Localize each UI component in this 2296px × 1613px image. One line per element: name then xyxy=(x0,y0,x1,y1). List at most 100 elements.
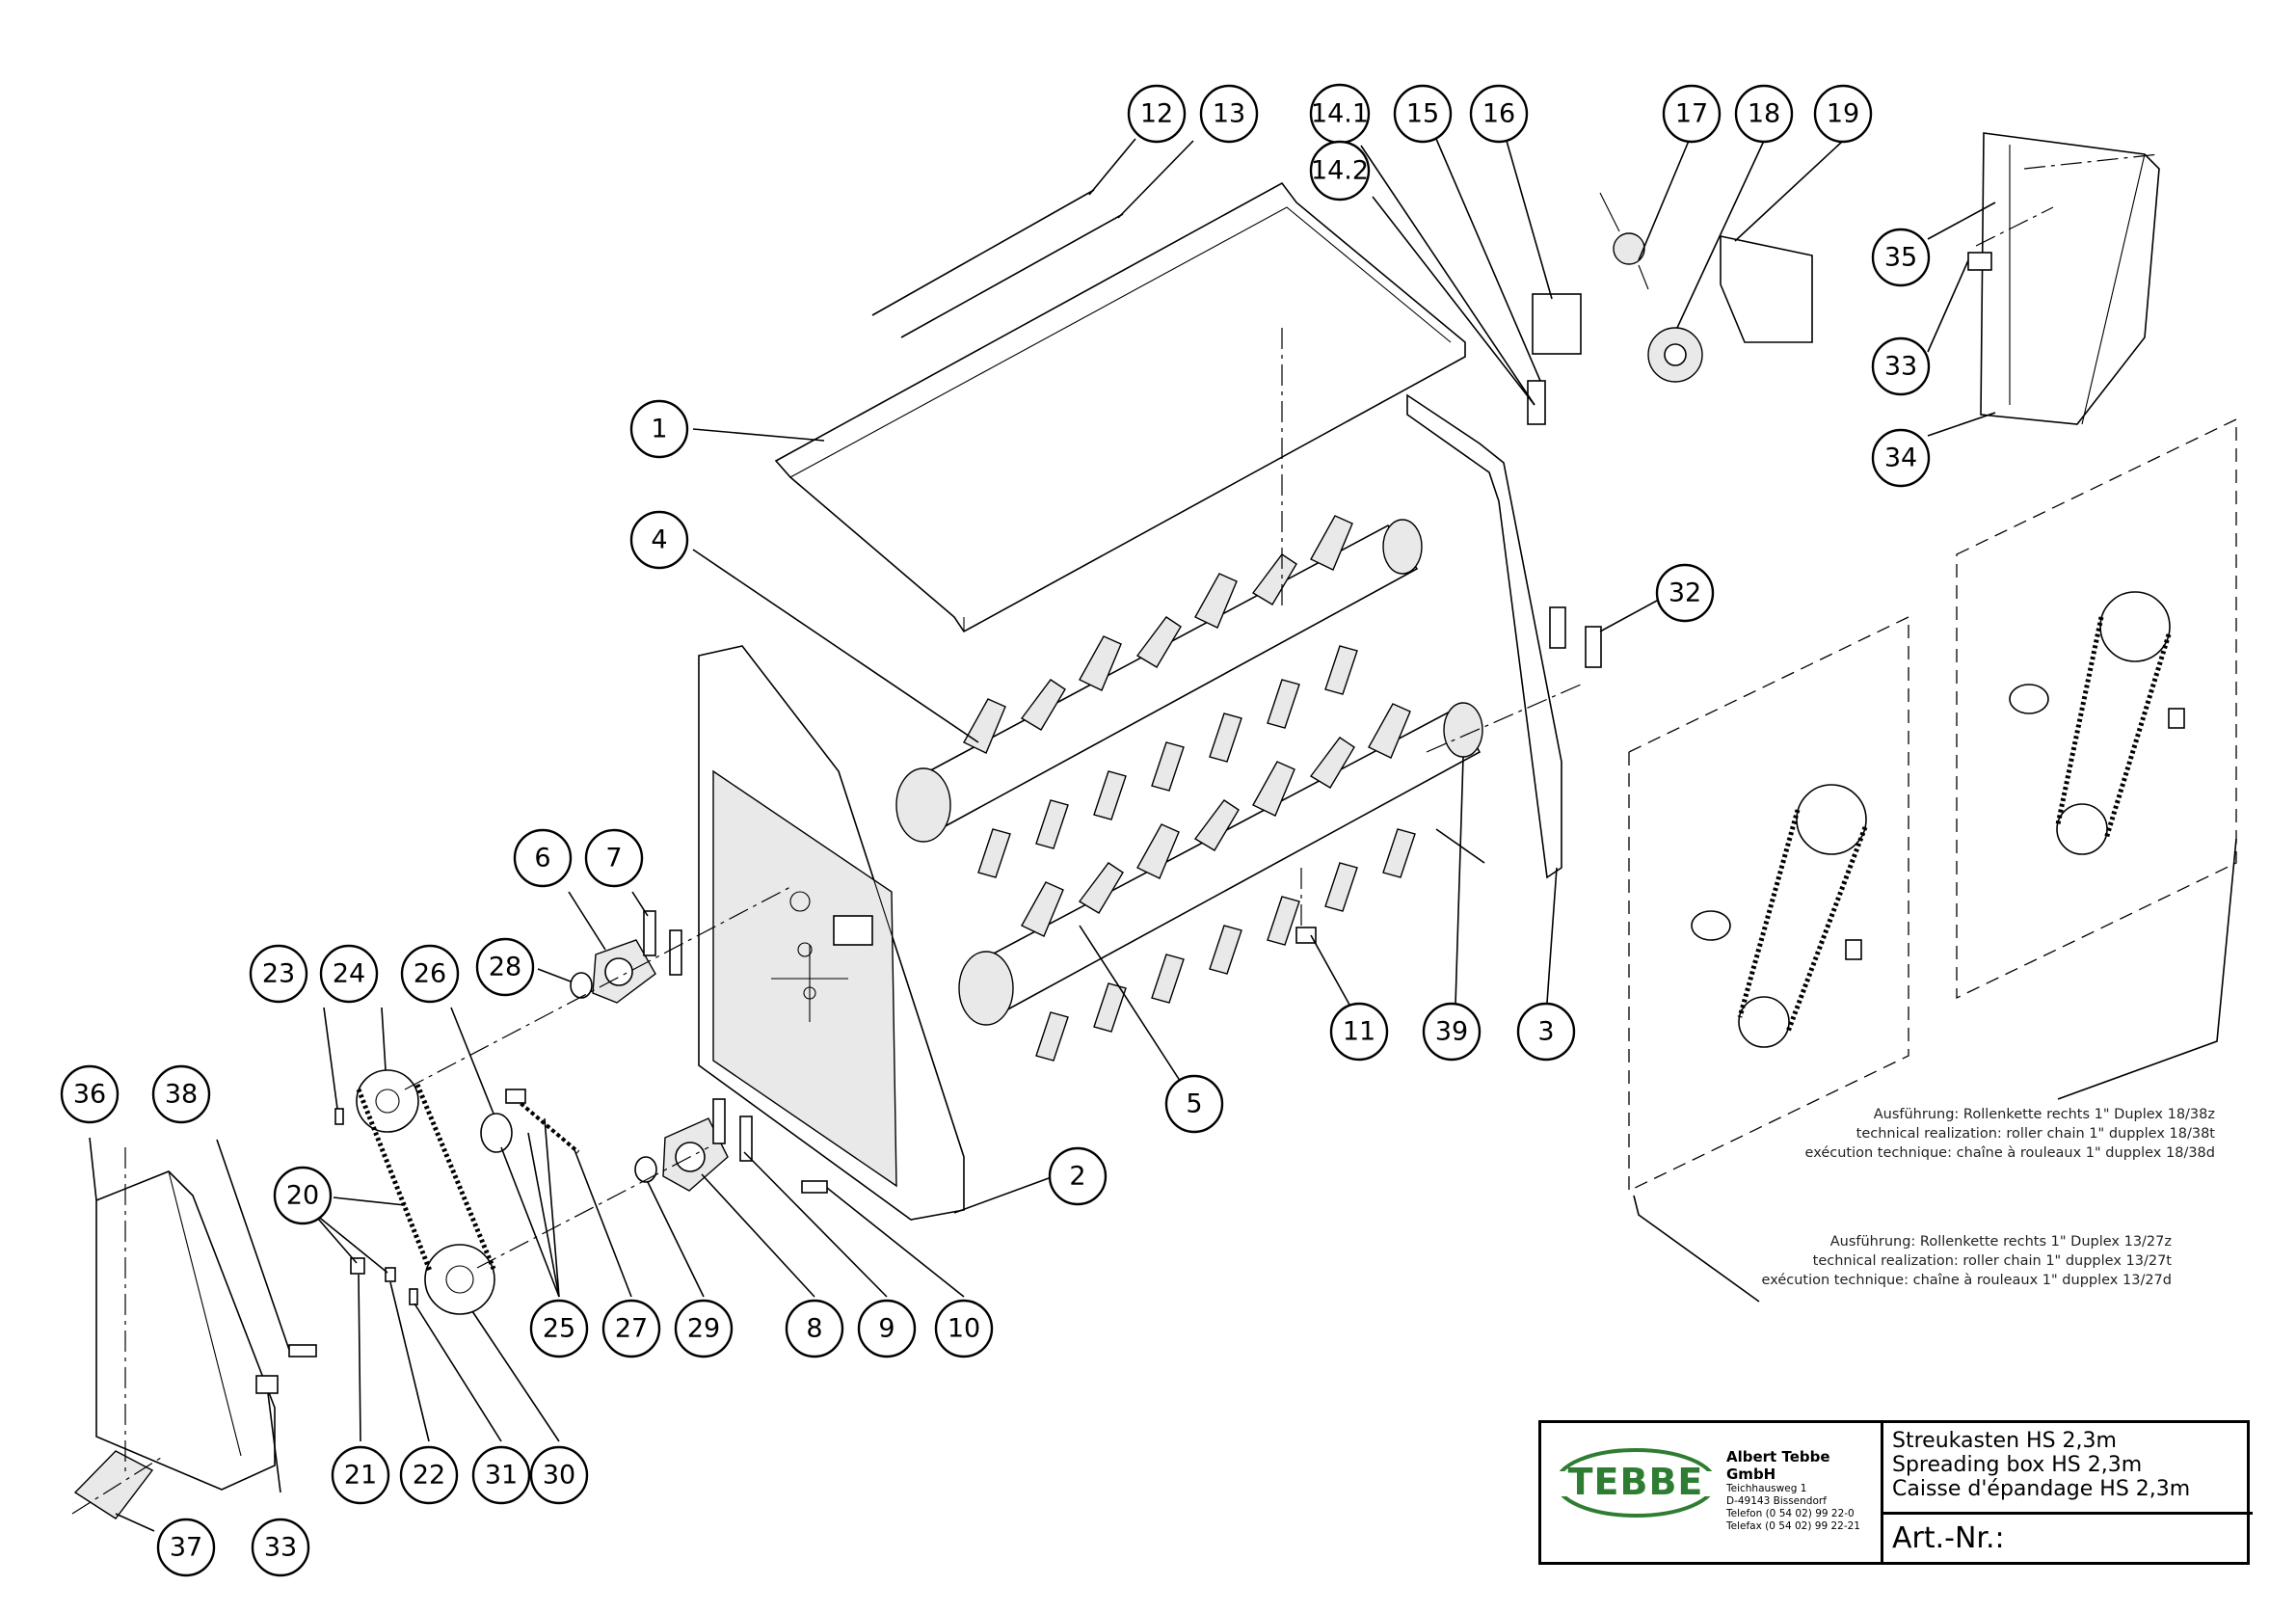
part-washer-28 xyxy=(570,972,593,999)
variant-note-b: Ausführung: Rollenkette rechts 1" Duplex… xyxy=(1762,1234,2173,1288)
callout-circle xyxy=(60,1064,120,1124)
callout-circle xyxy=(319,944,379,1004)
callout-circle xyxy=(1422,1002,1482,1062)
callout-circle xyxy=(1048,1146,1108,1206)
callout-35: 35 xyxy=(1871,228,1931,287)
callout-label: 20 xyxy=(286,1181,319,1211)
callout-10: 10 xyxy=(934,1299,994,1358)
part-key-22 xyxy=(385,1267,396,1282)
callout-label: 8 xyxy=(806,1314,822,1344)
callout-circle xyxy=(1127,84,1187,144)
part-upper-rotor xyxy=(895,515,1423,878)
callout-30: 30 xyxy=(529,1445,589,1505)
callout-19: 19 xyxy=(1813,84,1873,144)
part-sensor-14 xyxy=(1527,380,1546,425)
callout-6: 6 xyxy=(513,828,573,888)
company-name: Albert Tebbe GmbH xyxy=(1726,1448,1830,1483)
variant-leader-a xyxy=(2057,838,2237,1100)
part-pin-31 xyxy=(409,1288,418,1305)
callout-label: 32 xyxy=(1669,578,1701,608)
part-clip-10 xyxy=(801,1180,828,1194)
callout-3: 3 xyxy=(1516,1002,1576,1062)
part-plate-32a xyxy=(1549,606,1566,649)
callout-circle xyxy=(251,1518,310,1577)
part-lower-rotor xyxy=(958,702,1483,1062)
note-b-line-3: exécution technique: chaîne à rouleaux 1… xyxy=(1762,1273,2172,1288)
address-line-2: D-49143 Bissendorf xyxy=(1726,1495,1827,1507)
callout-label: 26 xyxy=(414,959,446,989)
callout-circle xyxy=(400,944,460,1004)
callout-31: 31 xyxy=(471,1445,531,1505)
callout-14-1: 14.1 xyxy=(1309,83,1371,145)
callout-label: 4 xyxy=(651,525,667,555)
callout-circle xyxy=(1871,228,1931,287)
callout-14-2: 14.2 xyxy=(1309,140,1371,202)
callout-circle xyxy=(331,1445,390,1505)
callout-label: 7 xyxy=(605,844,622,874)
part-clip-11 xyxy=(1295,927,1317,944)
callout-label: 11 xyxy=(1343,1017,1375,1047)
part-tensioner-26 xyxy=(480,1089,580,1154)
part-plate-9a xyxy=(712,1098,726,1144)
callout-label: 29 xyxy=(687,1314,720,1344)
callout-label: 38 xyxy=(165,1080,198,1110)
part-pin-23 xyxy=(334,1108,344,1125)
callout-circle xyxy=(1329,1002,1389,1062)
callout-circle xyxy=(1309,140,1371,202)
callout-circle xyxy=(1655,563,1715,623)
part-chain-drive xyxy=(356,1069,496,1315)
callout-37: 37 xyxy=(156,1518,216,1577)
title-de: Streukasten HS 2,3m xyxy=(1892,1429,2117,1453)
callout-label: 16 xyxy=(1482,99,1515,129)
part-plate-7a xyxy=(643,910,656,956)
callout-circle xyxy=(1469,84,1529,144)
callout-circle xyxy=(1393,84,1453,144)
part-plate-32b xyxy=(1585,626,1602,668)
part-spring-17 xyxy=(1599,192,1649,290)
callout-label: 3 xyxy=(1537,1017,1554,1047)
callout-label: 5 xyxy=(1186,1089,1202,1119)
callout-label: 15 xyxy=(1406,99,1439,129)
callout-circle xyxy=(601,1299,661,1358)
variant-b-chain-drive xyxy=(1691,784,1868,1048)
callout-label: 14.1 xyxy=(1311,99,1369,129)
note-b-line-1: Ausführung: Rollenkette rechts 1" Duplex… xyxy=(1830,1234,2172,1250)
variant-leader-b xyxy=(1633,1195,1760,1303)
callout-7: 7 xyxy=(584,828,644,888)
fax-line: Telefax (0 54 02) 99 22-21 xyxy=(1726,1520,1860,1532)
callout-32: 32 xyxy=(1655,563,1715,623)
callout-24: 24 xyxy=(319,944,379,1004)
callout-33: 33 xyxy=(251,1518,310,1577)
callout-label: 19 xyxy=(1827,99,1859,129)
callout-34: 34 xyxy=(1871,428,1931,488)
callout-13: 13 xyxy=(1199,84,1259,144)
part-bracket-33-upper xyxy=(1967,252,1992,271)
svg-text:TEBBE: TEBBE xyxy=(1568,1461,1704,1503)
part-rod-12 xyxy=(871,189,1095,316)
callout-circle xyxy=(151,1064,211,1124)
callout-label: 33 xyxy=(1884,352,1917,382)
callout-2: 2 xyxy=(1048,1146,1108,1206)
variant-a-chain-drive xyxy=(2009,591,2185,855)
callout-5: 5 xyxy=(1164,1074,1224,1134)
callout-17: 17 xyxy=(1662,84,1722,144)
part-hood-34 xyxy=(1980,132,2160,425)
part-side-wall xyxy=(698,645,965,1221)
callout-circle xyxy=(1871,428,1931,488)
callout-12: 12 xyxy=(1127,84,1187,144)
center-lines xyxy=(71,153,2160,1515)
callout-circle xyxy=(785,1299,844,1358)
callout-label: 31 xyxy=(485,1461,518,1491)
part-guard-cover xyxy=(95,1170,276,1491)
part-sprocket-18 xyxy=(1647,327,1703,383)
title-fr: Caisse d'épandage HS 2,3m xyxy=(1892,1477,2191,1501)
variant-frame-b xyxy=(1628,615,1909,1193)
callout-15: 15 xyxy=(1393,84,1453,144)
callout-label: 10 xyxy=(948,1314,980,1344)
callout-circle xyxy=(1871,336,1931,396)
part-rod-13 xyxy=(900,213,1124,338)
callout-4: 4 xyxy=(629,510,689,570)
callout-circle xyxy=(857,1299,917,1358)
